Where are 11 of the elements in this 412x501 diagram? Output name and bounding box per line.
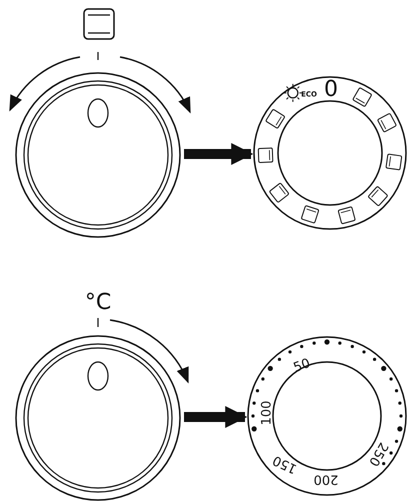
scale-number: 200 — [314, 472, 338, 486]
control-knob — [15, 72, 181, 238]
scale-number: 150 — [271, 452, 299, 476]
scale-number: 100 — [260, 400, 274, 426]
control-knob — [15, 335, 181, 501]
dial-ring — [253, 76, 407, 230]
block-arrow — [184, 406, 248, 428]
unit-symbol: °C — [84, 292, 112, 314]
block-arrow — [184, 143, 254, 165]
dial-ring — [247, 336, 407, 496]
position-number: 0 — [324, 79, 338, 101]
